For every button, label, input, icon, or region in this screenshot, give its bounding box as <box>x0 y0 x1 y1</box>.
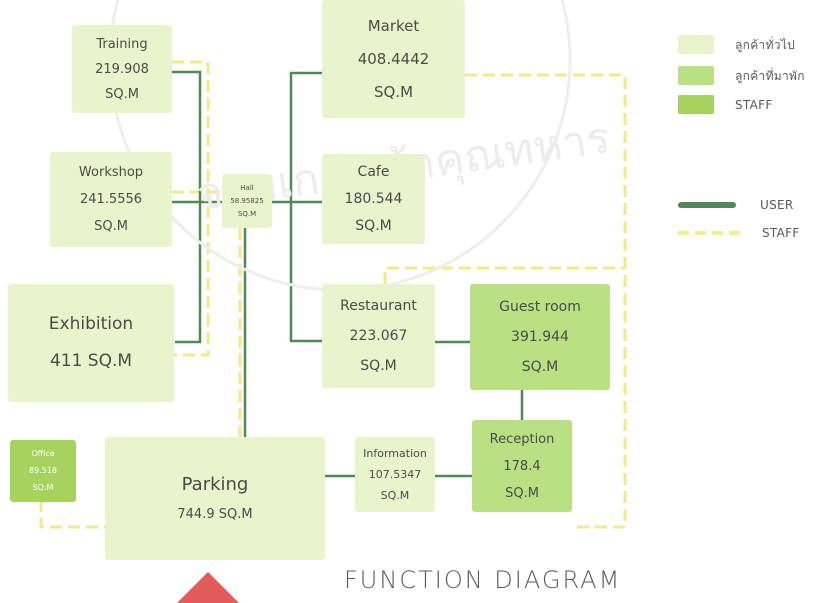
room-area-line: 411 SQ.M <box>50 353 132 370</box>
room-name: Exhibition <box>48 314 134 334</box>
legend-user-line <box>678 202 736 208</box>
legend-staff-label: STAFF <box>735 98 773 112</box>
staff-line-office-parking <box>39 500 105 529</box>
room-cafe: Cafe 180.544 SQ.M <box>322 154 425 244</box>
room-parking: Parking 744.9 SQ.M <box>105 437 325 560</box>
room-restaurant: Restaurant 223.067 SQ.M <box>322 284 435 388</box>
room-unit: SQ.M <box>218 507 253 522</box>
room-unit: SQ.M <box>355 218 392 234</box>
staff-line-restaurant <box>383 266 625 284</box>
room-area-line: 744.9 SQ.M <box>177 508 252 521</box>
room-name: Guest room <box>499 299 581 315</box>
room-name: Cafe <box>357 164 390 180</box>
room-unit: SQ.M <box>380 489 410 502</box>
room-area: 391.944 <box>511 329 569 345</box>
room-training: Training 219.908 SQ.M <box>72 25 172 113</box>
room-unit: SQ.M <box>32 483 54 492</box>
room-unit: SQ.M <box>94 219 128 234</box>
room-unit: SQ.M <box>105 86 139 102</box>
room-name: Training <box>96 36 148 52</box>
room-area: 58.95825 <box>230 196 264 205</box>
room-area: 219.908 <box>95 61 149 77</box>
legend-guest-label: ลูกค้าที่มาพัก <box>735 69 805 83</box>
room-workshop: Workshop 241.5556 SQ.M <box>50 152 172 247</box>
legend-general-label: ลูกค้าทั่วไป <box>735 38 796 52</box>
room-guest-room: Guest room 391.944 SQ.M <box>470 284 610 390</box>
room-office: Office 89.518 SQ.M <box>10 440 76 502</box>
room-area: 180.544 <box>344 191 403 207</box>
room-exhibition: Exhibition 411 SQ.M <box>8 284 174 402</box>
room-unit: SQ.M <box>87 351 133 371</box>
room-name: Office <box>31 449 55 458</box>
legend-general-swatch <box>678 35 714 54</box>
user-line-hall-restaurant <box>289 202 322 343</box>
user-line-training-exhibition <box>172 70 202 344</box>
room-name: Parking <box>181 474 249 495</box>
room-unit: SQ.M <box>505 485 539 501</box>
room-name: Restaurant <box>340 298 417 314</box>
legend-user-label: USER <box>760 198 794 212</box>
staff-line-training-exhibition <box>172 60 210 357</box>
room-market: Market 408.4442 SQ.M <box>322 0 465 118</box>
room-area: 89.518 <box>29 466 57 475</box>
room-area: 107.5347 <box>368 468 422 481</box>
legend-staff-swatch <box>678 95 714 114</box>
room-area: 744.9 <box>177 507 215 522</box>
diagram-title: FUNCTION DIAGRAM <box>344 566 622 594</box>
room-unit: SQ.M <box>521 359 559 375</box>
user-line-hall-market <box>289 71 322 202</box>
room-area: 241.5556 <box>79 192 143 207</box>
room-name: Information <box>363 447 427 460</box>
legend-staff-line <box>678 231 740 235</box>
room-area: 223.067 <box>349 328 408 344</box>
room-hall: Hall 58.95825 SQ.M <box>222 174 272 228</box>
legend-staff-line-label: STAFF <box>762 226 800 240</box>
room-name: Hall <box>240 183 254 192</box>
room-unit: SQ.M <box>373 82 414 101</box>
room-unit: SQ.M <box>360 358 397 374</box>
room-name: Workshop <box>78 165 144 180</box>
room-name: Market <box>367 16 420 35</box>
room-reception: Reception 178.4 SQ.M <box>472 420 572 512</box>
room-unit: SQ.M <box>237 209 257 218</box>
room-area: 411 <box>49 351 83 371</box>
room-area: 408.4442 <box>357 49 430 68</box>
legend-guest-swatch <box>678 66 714 85</box>
room-information: Information 107.5347 SQ.M <box>355 437 435 512</box>
room-name: Reception <box>489 431 555 447</box>
triangle-marker-icon <box>177 572 239 603</box>
room-area: 178.4 <box>503 458 541 474</box>
